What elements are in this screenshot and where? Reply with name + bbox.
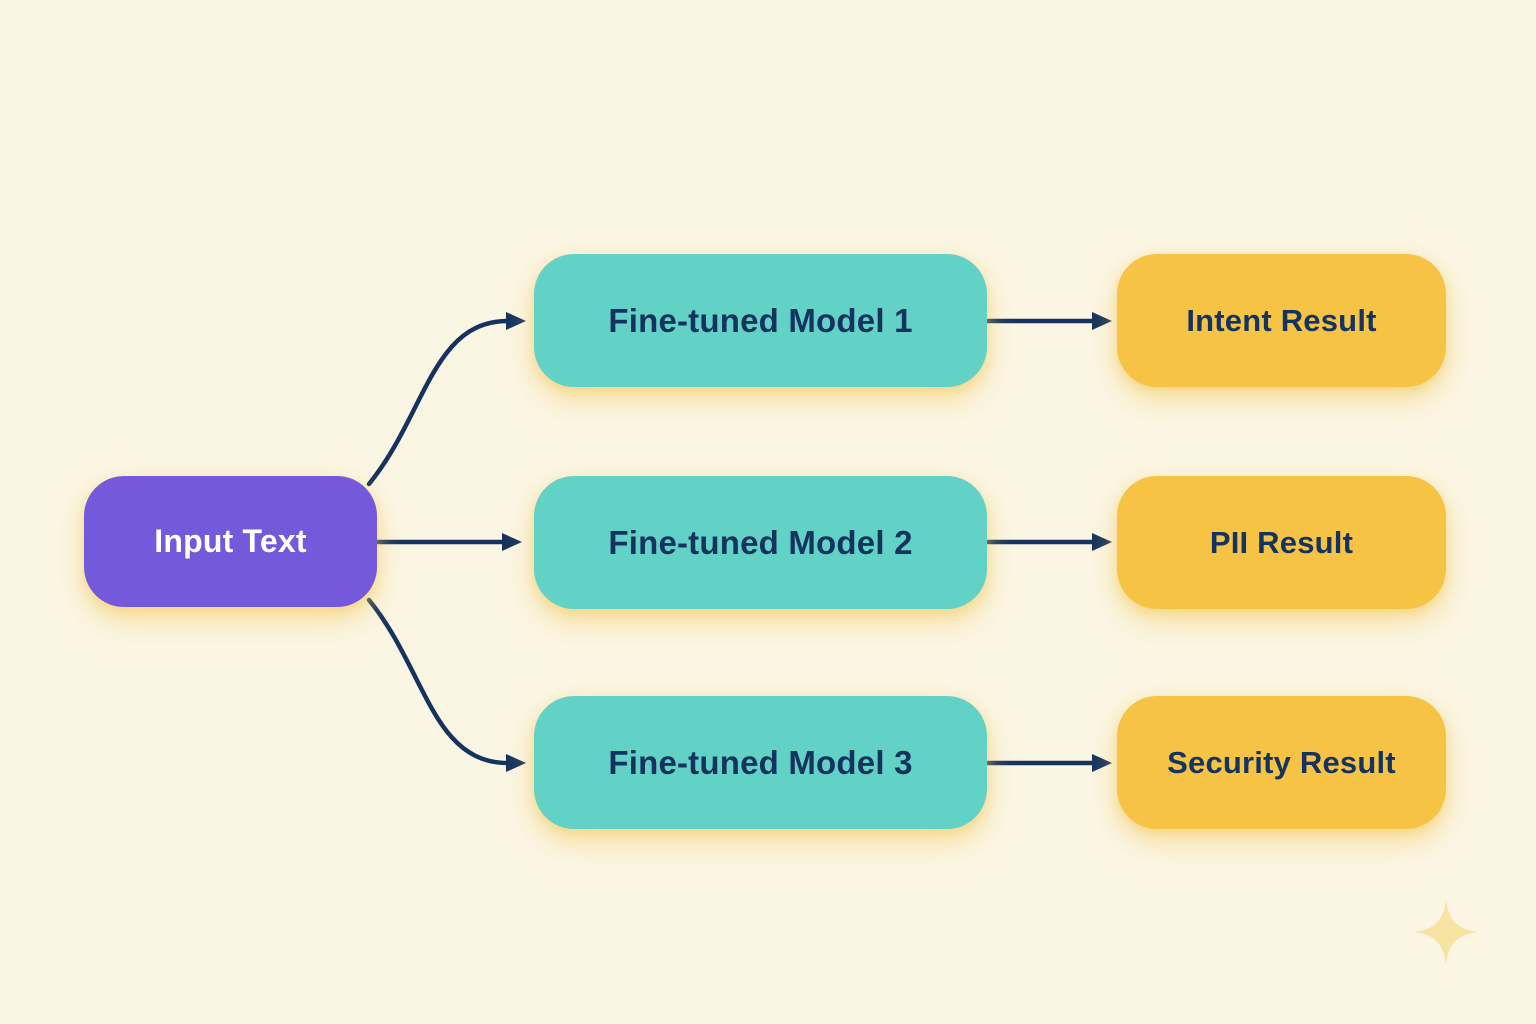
node-security-result: Security Result xyxy=(1117,696,1446,829)
node-fine-tuned-model-2: Fine-tuned Model 2 xyxy=(534,476,987,609)
sparkle-icon xyxy=(1413,899,1479,965)
edge-input-to-model1 xyxy=(366,312,526,487)
node-fine-tuned-model-3: Fine-tuned Model 3 xyxy=(534,696,987,829)
edge-input-to-model3 xyxy=(366,597,526,772)
node-fine-tuned-model-1: Fine-tuned Model 1 xyxy=(534,254,987,387)
node-pii-result: PII Result xyxy=(1117,476,1446,609)
node-input-text: Input Text xyxy=(84,476,377,607)
node-intent-result: Intent Result xyxy=(1117,254,1446,387)
